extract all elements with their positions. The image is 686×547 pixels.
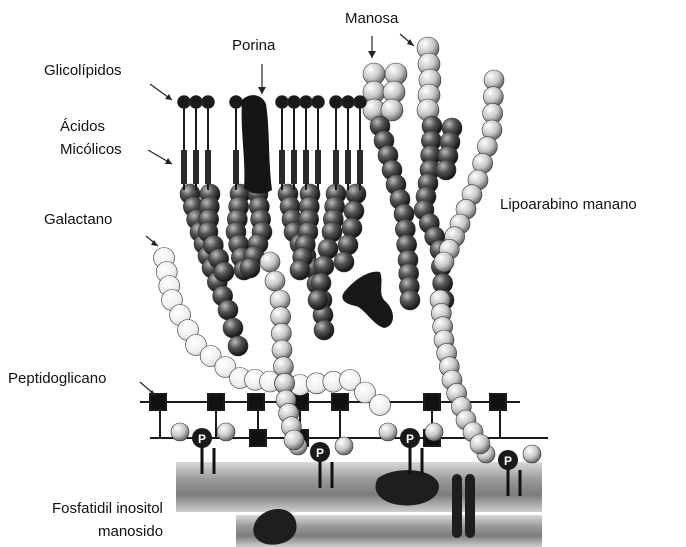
- phosphate-label: P: [316, 446, 324, 460]
- manosa-arrowhead-a: [368, 51, 376, 58]
- arabinan-bead: [218, 300, 238, 320]
- arabinan-bead: [342, 218, 362, 238]
- mycolic-acid-tail: [333, 150, 339, 184]
- inositol-sugar: [379, 423, 397, 441]
- mycolic-acid-tail: [345, 150, 351, 184]
- manosa-arrowhead-b: [407, 39, 414, 46]
- label-manosa: Manosa: [345, 10, 399, 27]
- arabinan-bead: [228, 336, 248, 356]
- lam-bead: [434, 252, 454, 272]
- porina-arrowhead: [258, 87, 266, 94]
- label-acidos: Ácidos: [60, 118, 105, 135]
- membrane-channel-left: [452, 474, 462, 538]
- membrane-channel-right: [465, 474, 475, 538]
- label-manosido: manosido: [98, 523, 163, 540]
- lam-bead: [470, 434, 490, 454]
- lam-bead: [265, 271, 285, 291]
- arabinan-bead: [308, 290, 328, 310]
- peptidoglycan-node: [490, 394, 506, 410]
- lam-bead: [284, 430, 304, 450]
- arabinan-bead: [214, 262, 234, 282]
- inositol-sugar: [217, 423, 235, 441]
- mycolic-acid-tail: [205, 150, 211, 184]
- phosphate-label: P: [198, 432, 206, 446]
- lam-bead: [260, 252, 280, 272]
- inositol-sugar: [523, 445, 541, 463]
- arabinan-bead: [334, 252, 354, 272]
- mycolic-acid-tail: [279, 150, 285, 184]
- glycolipid-head: [300, 96, 313, 109]
- glycolipid-head: [190, 96, 203, 109]
- mycolic-acid-layer: [178, 96, 367, 191]
- glycolipid-head: [178, 96, 191, 109]
- glicolipidos-arrowhead: [165, 94, 172, 100]
- label-peptidoglicano: Peptidoglicano: [8, 370, 106, 387]
- glycolipid-head: [288, 96, 301, 109]
- phosphate-label: P: [406, 432, 414, 446]
- mycolic-acid-tail: [291, 150, 297, 184]
- arabinan-bead: [314, 320, 334, 340]
- glycolipid-head: [202, 96, 215, 109]
- mycolic-acid-tail: [193, 150, 199, 184]
- mycolic-acid-tail: [303, 150, 309, 184]
- peptidoglycan-node: [424, 394, 440, 410]
- porin-body: [242, 95, 272, 194]
- arabinan-bead: [223, 318, 243, 338]
- label-galactano: Galactano: [44, 211, 112, 228]
- glycolipid-head: [276, 96, 289, 109]
- galactan-bead: [370, 395, 391, 416]
- mycolic-acid-tail: [315, 150, 321, 184]
- inositol-sugar: [425, 423, 443, 441]
- peptidoglycan-node: [332, 394, 348, 410]
- porin: [242, 95, 272, 194]
- membrane-protein: [375, 470, 438, 505]
- arabinan-bead: [338, 235, 358, 255]
- mycolic-acid-tail: [357, 150, 363, 184]
- glycolipid-head: [330, 96, 343, 109]
- inositol-sugar: [171, 423, 189, 441]
- periplasmic-protein: [342, 272, 393, 328]
- phosphate-label: P: [504, 454, 512, 468]
- peptidoglycan-node-lower: [250, 430, 266, 446]
- arabinan-bead: [318, 239, 338, 259]
- peptidoglycan-node: [248, 394, 264, 410]
- glycolipid-head: [312, 96, 325, 109]
- glycolipid-head: [354, 96, 367, 109]
- arabinan-bead: [240, 258, 260, 278]
- lam-bead: [436, 160, 456, 180]
- arabinan-bead: [311, 273, 331, 293]
- membrane-outer-layer: [176, 462, 542, 512]
- peptidoglycan-node: [208, 394, 224, 410]
- mycolic-acid-tail: [233, 150, 239, 184]
- membrane-protein-lower: [253, 509, 296, 545]
- arabinan-bead: [322, 222, 342, 242]
- arabinan-bead: [314, 256, 334, 276]
- glycolipid-head: [342, 96, 355, 109]
- inositol-sugar: [335, 437, 353, 455]
- arabinan-bead: [290, 260, 310, 280]
- label-lipoarabino-manano: Lipoarabino manano: [500, 196, 637, 213]
- mycolic-acid-tail: [181, 150, 187, 184]
- glycolipid-head: [230, 96, 243, 109]
- label-porina: Porina: [232, 37, 276, 54]
- label-glicolipidos: Glicolípidos: [44, 62, 122, 79]
- plasma-membrane: [176, 462, 542, 547]
- peptidoglycan-node: [150, 394, 166, 410]
- label-micolicos: Micólicos: [60, 141, 122, 158]
- lam-bead: [400, 290, 420, 310]
- label-fosfatidil-inositol: Fosfatidil inositol: [52, 500, 163, 517]
